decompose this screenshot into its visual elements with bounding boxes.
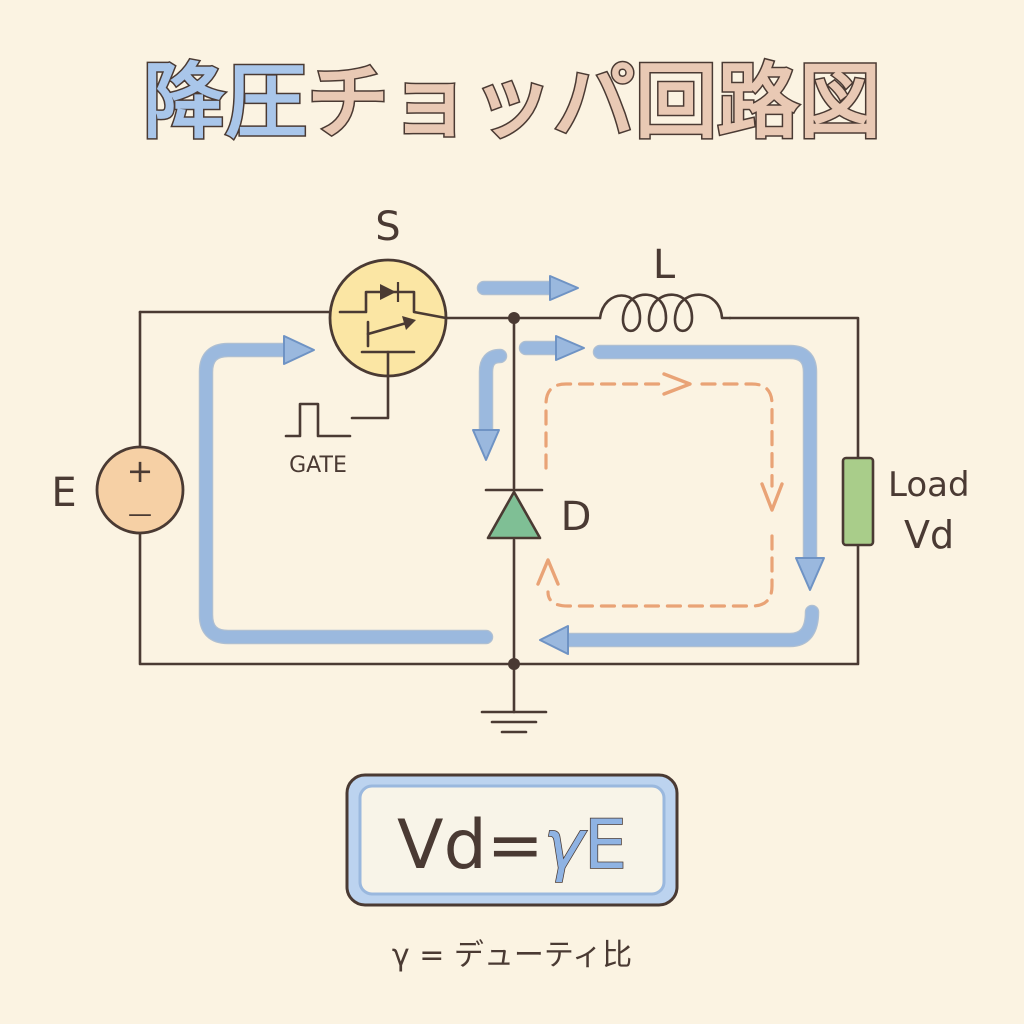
svg-text:降圧チョッパ回路図: 降圧チョッパ回路図	[143, 55, 881, 150]
current-flow-off	[536, 372, 784, 608]
voltage-source-E: + — E	[51, 445, 185, 535]
title-part-blue: 降圧	[143, 55, 307, 150]
switch-S: S	[328, 204, 448, 378]
page-title: 降圧チョッパ回路図	[141, 54, 882, 152]
diode-D: D	[484, 488, 592, 540]
current-flow-on	[198, 275, 825, 655]
formula-box: Vd=γE	[345, 773, 679, 907]
formula-equation: Vd=γE	[397, 806, 627, 885]
ground-symbol	[480, 710, 548, 734]
title-part-brown: チョッパ回路図	[307, 55, 881, 150]
formula-lhs: Vd	[397, 806, 487, 885]
formula-equals: =	[487, 806, 544, 885]
junction-top	[508, 312, 520, 324]
circuit-wires	[138, 310, 860, 714]
load-label: Load	[888, 465, 970, 505]
source-minus: —	[128, 500, 152, 528]
inductor-label: L	[653, 242, 676, 288]
switch-label: S	[375, 204, 400, 250]
formula-gamma: γ	[544, 806, 588, 885]
inductor-L: L	[598, 242, 732, 333]
source-plus: +	[127, 452, 154, 490]
load-voltage-label: Vd	[904, 513, 954, 557]
diode-label: D	[561, 494, 592, 540]
wire-bottom	[138, 456, 860, 666]
formula-rhs: E	[584, 806, 627, 885]
gate-signal: GATE	[284, 374, 390, 478]
junction-bottom	[508, 658, 520, 670]
formula-note: γ = デューティ比	[392, 938, 632, 973]
gate-label: GATE	[289, 453, 347, 478]
source-label: E	[51, 470, 76, 516]
load-resistor: Load Vd	[841, 456, 970, 557]
wire-right	[728, 316, 860, 460]
